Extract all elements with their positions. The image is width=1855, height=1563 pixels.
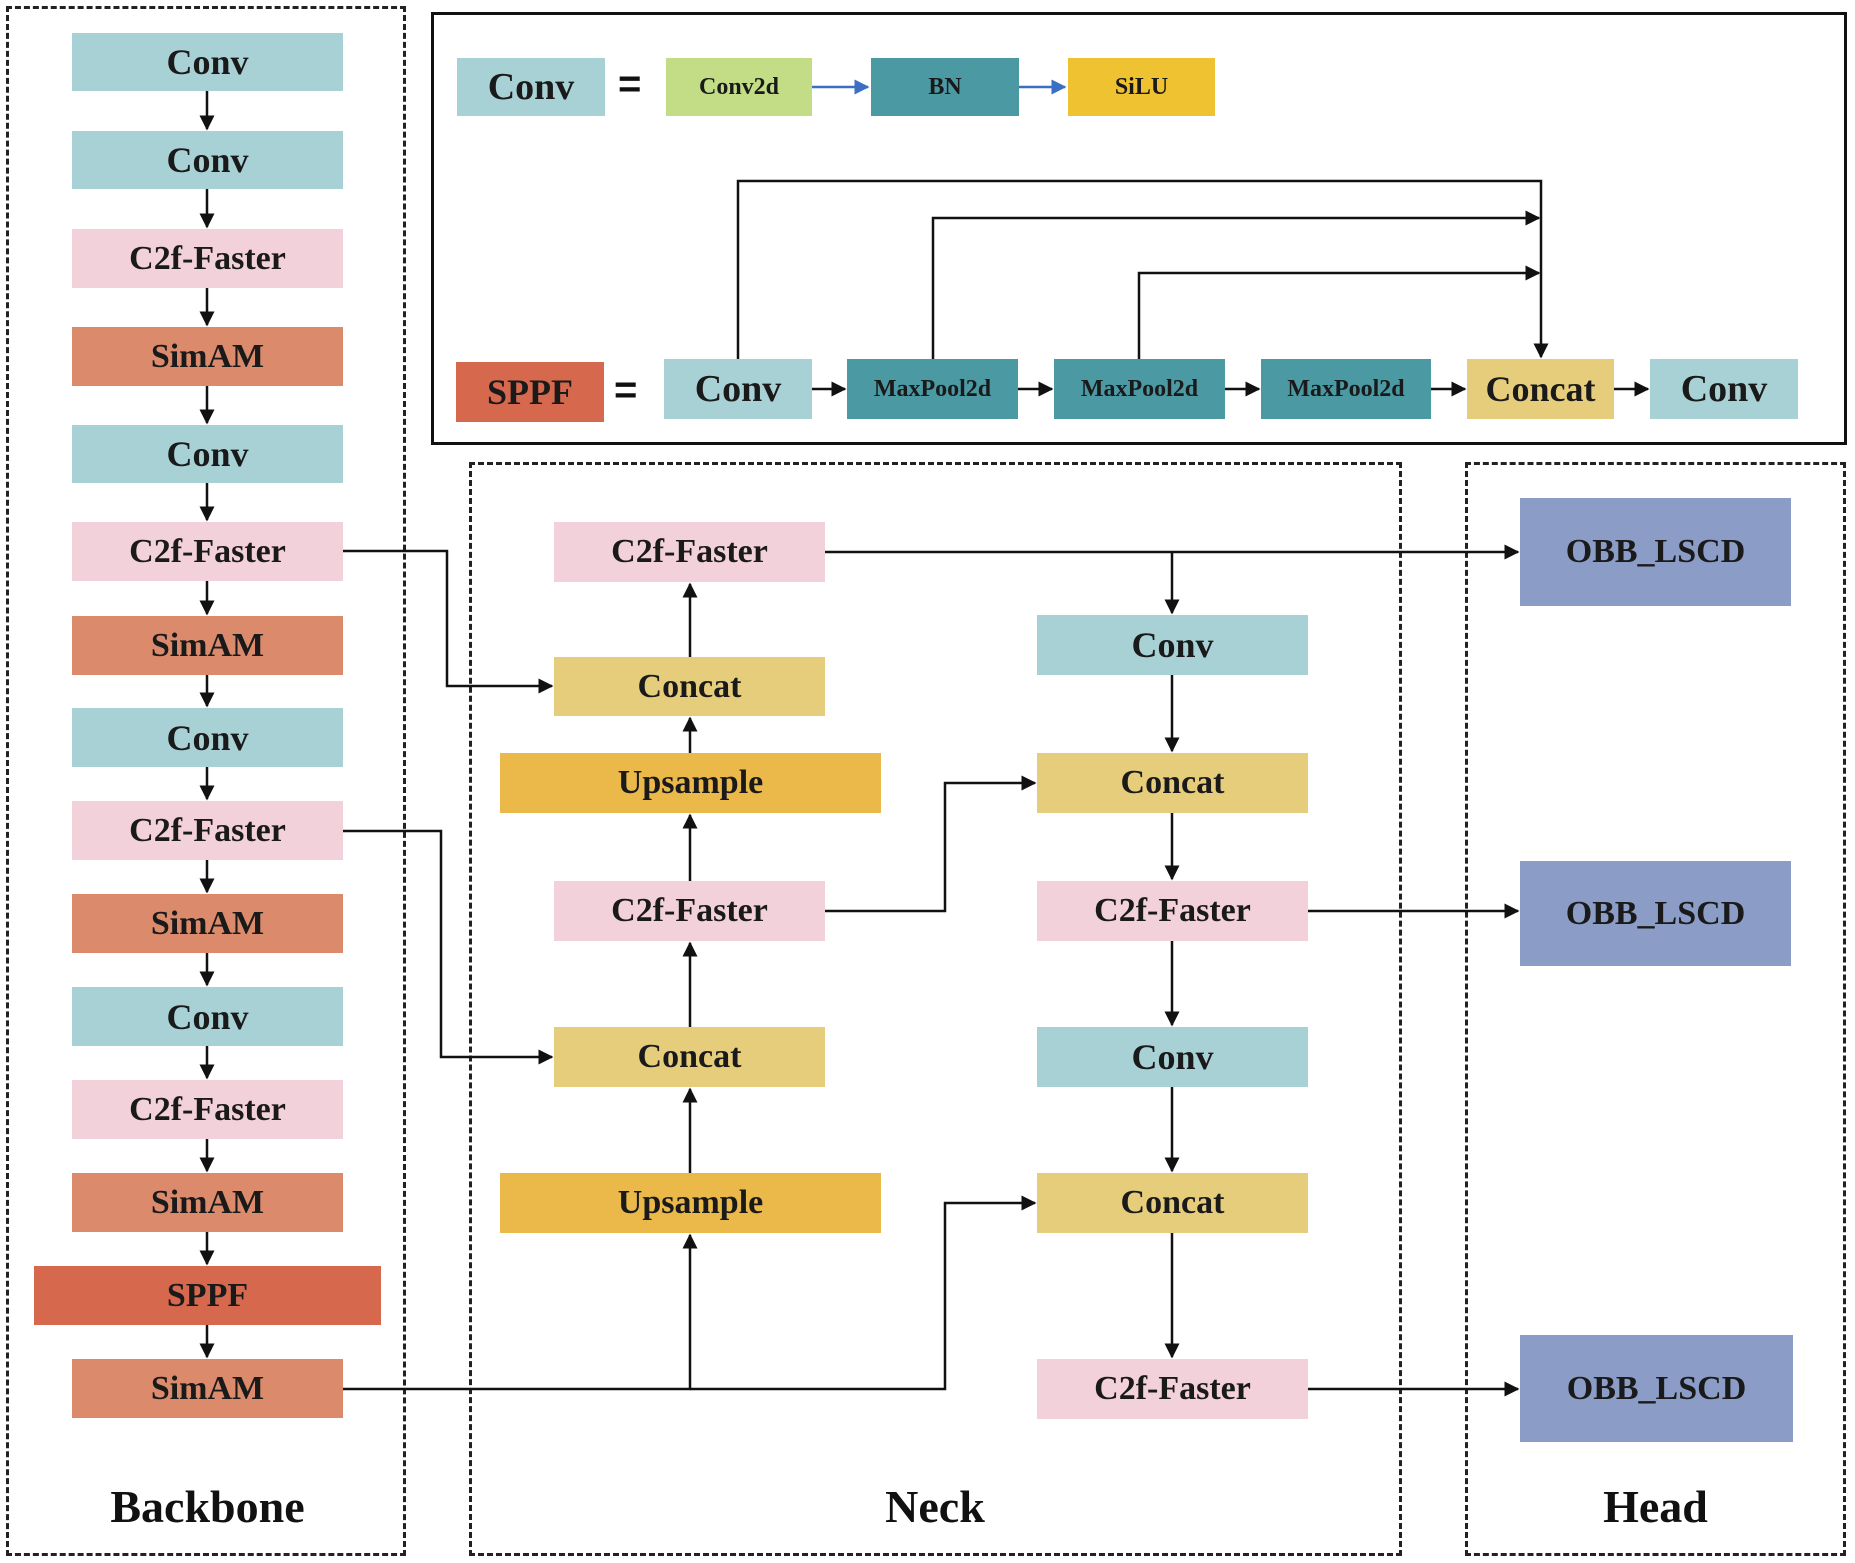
backbone-c2f-4: C2f-Faster: [72, 1080, 343, 1139]
backbone-conv-2: Conv: [72, 131, 343, 189]
connector-36: [825, 775, 1037, 913]
legend-silu-box: SiLU: [1068, 58, 1215, 116]
backbone-simam-1: SimAM: [72, 327, 343, 386]
neck-conv-r1: Conv: [1037, 615, 1308, 675]
connector-10: [1137, 265, 1541, 359]
neck-concat-1: Concat: [554, 657, 825, 716]
legend-sppf-box: SPPF: [456, 362, 604, 422]
backbone-label: Backbone: [110, 1481, 305, 1532]
connector-25: [343, 549, 554, 694]
neck-upsample-2: Upsample: [500, 1173, 881, 1233]
neck-c2f-r1: C2f-Faster: [1037, 881, 1308, 941]
sppf-maxpool-2: MaxPool2d: [1054, 359, 1225, 419]
backbone-simam-3: SimAM: [72, 894, 343, 953]
sppf-maxpool-1: MaxPool2d: [847, 359, 1018, 419]
backbone-conv-5: Conv: [72, 987, 343, 1046]
legend-region: [431, 12, 1847, 445]
neck-upsample-1: Upsample: [500, 753, 881, 813]
neck-label: Neck: [885, 1481, 985, 1532]
connector-28: [690, 1195, 1037, 1391]
neck-concat-r2: Concat: [1037, 1173, 1308, 1233]
legend-conv-box: Conv: [457, 58, 605, 116]
backbone-sppf: SPPF: [34, 1266, 381, 1325]
neck-concat-r1: Concat: [1037, 753, 1308, 813]
neck-conv-r2: Conv: [1037, 1027, 1308, 1087]
neck-c2f-top: C2f-Faster: [554, 522, 825, 582]
connector-26: [343, 829, 554, 1065]
head-obb-2: OBB_LSCD: [1520, 861, 1791, 966]
backbone-conv-3: Conv: [72, 425, 343, 483]
head-region: [1465, 462, 1846, 1556]
connector-8: [736, 179, 1549, 359]
legend-sppf-equals: =: [614, 368, 638, 412]
neck-concat-2: Concat: [554, 1027, 825, 1087]
backbone-simam-4: SimAM: [72, 1173, 343, 1232]
backbone-simam-5: SimAM: [72, 1359, 343, 1418]
backbone-c2f-1: C2f-Faster: [72, 229, 343, 288]
legend-conv2d-box: Conv2d: [666, 58, 812, 116]
head-label: Head: [1603, 1481, 1708, 1532]
backbone-c2f-3: C2f-Faster: [72, 801, 343, 860]
head-obb-3: OBB_LSCD: [1520, 1335, 1793, 1442]
backbone-conv-1: Conv: [72, 33, 343, 91]
connector-27: [343, 1233, 698, 1391]
backbone-region: [6, 6, 406, 1556]
neck-c2f-mid: C2f-Faster: [554, 881, 825, 941]
sppf-maxpool-3: MaxPool2d: [1261, 359, 1431, 419]
neck-region: [469, 462, 1402, 1556]
backbone-conv-4: Conv: [72, 708, 343, 767]
sppf-conv-out: Conv: [1650, 359, 1798, 419]
backbone-c2f-2: C2f-Faster: [72, 522, 343, 581]
legend-conv-equals: =: [618, 62, 642, 106]
legend-bn-box: BN: [871, 58, 1019, 116]
backbone-simam-2: SimAM: [72, 616, 343, 675]
connector-9: [931, 210, 1541, 359]
head-obb-1: OBB_LSCD: [1520, 498, 1791, 606]
sppf-conv-in: Conv: [664, 359, 812, 419]
sppf-concat: Concat: [1467, 359, 1614, 419]
neck-c2f-r2: C2f-Faster: [1037, 1359, 1308, 1419]
